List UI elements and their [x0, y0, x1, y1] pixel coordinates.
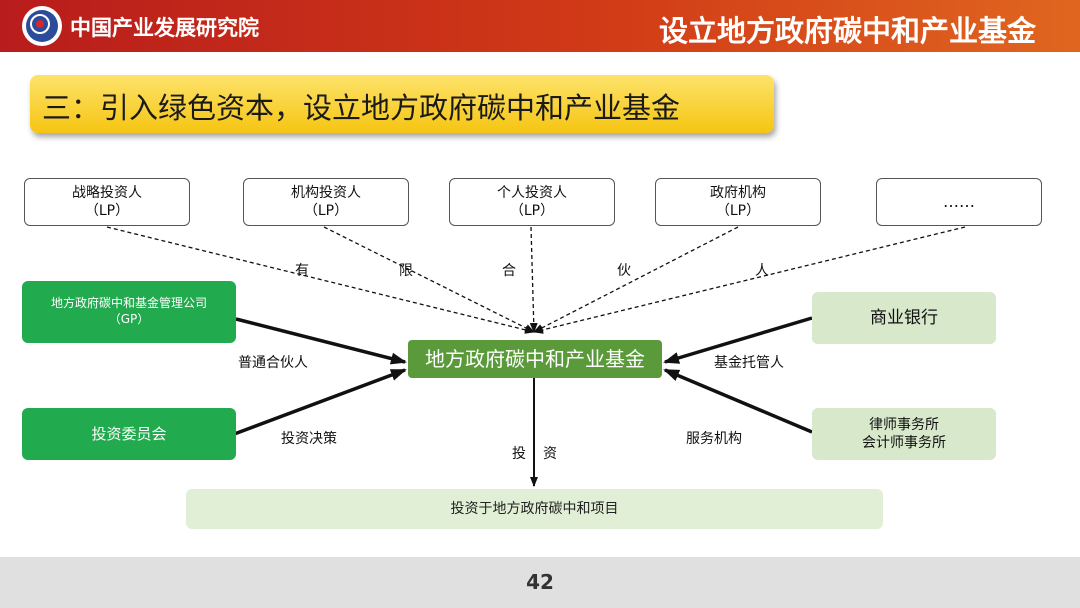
org-name: 中国产业发展研究院 — [70, 16, 259, 40]
committee-node: 投资委员会 — [22, 408, 236, 460]
investor-name: 机构投资人 — [291, 185, 361, 201]
investor-name: 政府机构 — [710, 185, 766, 201]
bank-name: 商业银行 — [870, 308, 938, 328]
investor-name: 个人投资人 — [497, 185, 567, 201]
limited-partner-char: 合 — [502, 263, 516, 279]
investor-tag: （LP） — [509, 203, 555, 219]
investor-tag: （LP） — [303, 203, 349, 219]
investor-ellipsis: …… — [943, 192, 975, 211]
gp-name: 地方政府碳中和基金管理公司 — [50, 296, 207, 310]
investor-tag: （LP） — [84, 203, 130, 219]
fund-node: 地方政府碳中和产业基金 — [408, 340, 662, 378]
limited-partner-char: 人 — [755, 263, 769, 279]
footer-bar: 42 — [0, 557, 1080, 608]
law-firm-name: 律师事务所 — [869, 417, 939, 433]
investor-box-others: …… — [876, 178, 1042, 226]
investor-tag: （LP） — [715, 203, 761, 219]
investor-box-strategic: 战略投资人 （LP） — [24, 178, 190, 226]
edge-label-custodian: 基金托管人 — [714, 355, 784, 371]
gp-tag: （GP） — [108, 312, 150, 326]
header-bar: 中国产业发展研究院 设立地方政府碳中和产业基金 — [0, 0, 1080, 52]
investor-name: 战略投资人 — [72, 185, 142, 201]
limited-partner-char: 限 — [399, 263, 413, 279]
investment-target: 投资于地方政府碳中和项目 — [186, 489, 883, 529]
section-banner: 三：引入绿色资本，设立地方政府碳中和产业基金 — [30, 75, 774, 133]
edge-committee — [228, 368, 407, 438]
section-title: 三：引入绿色资本，设立地方政府碳中和产业基金 — [42, 91, 681, 125]
investor-box-government: 政府机构 （LP） — [655, 178, 821, 226]
dashed-edge-individual — [529, 226, 538, 333]
gp-node: 地方政府碳中和基金管理公司 （GP） — [22, 281, 236, 343]
edge-services — [663, 368, 813, 434]
committee-name: 投资委员会 — [91, 425, 167, 443]
accounting-firm-name: 会计师事务所 — [862, 435, 946, 451]
dashed-edge-others — [533, 226, 966, 334]
page-title: 设立地方政府碳中和产业基金 — [658, 14, 1036, 48]
dashed-edge-strategic — [106, 226, 535, 334]
page-number: 42 — [526, 570, 554, 594]
invest-label-char: 资 — [543, 446, 557, 462]
institute-logo-icon — [22, 6, 62, 46]
investor-box-individual: 个人投资人 （LP） — [449, 178, 615, 226]
edge-bank — [663, 316, 813, 364]
investor-box-institutional: 机构投资人 （LP） — [243, 178, 409, 226]
edge-label-investment-decision: 投资决策 — [281, 431, 337, 447]
services-node: 律师事务所 会计师事务所 — [812, 408, 996, 460]
limited-partner-char: 伙 — [617, 263, 631, 279]
dashed-edge-government — [533, 226, 739, 333]
edge-gp — [235, 317, 407, 365]
limited-partner-char: 有 — [295, 263, 309, 279]
edge-label-general-partner: 普通合伙人 — [238, 355, 308, 371]
bank-node: 商业银行 — [812, 292, 996, 344]
edge-label-service-providers: 服务机构 — [686, 431, 742, 447]
invest-label-char: 投 — [512, 446, 526, 462]
